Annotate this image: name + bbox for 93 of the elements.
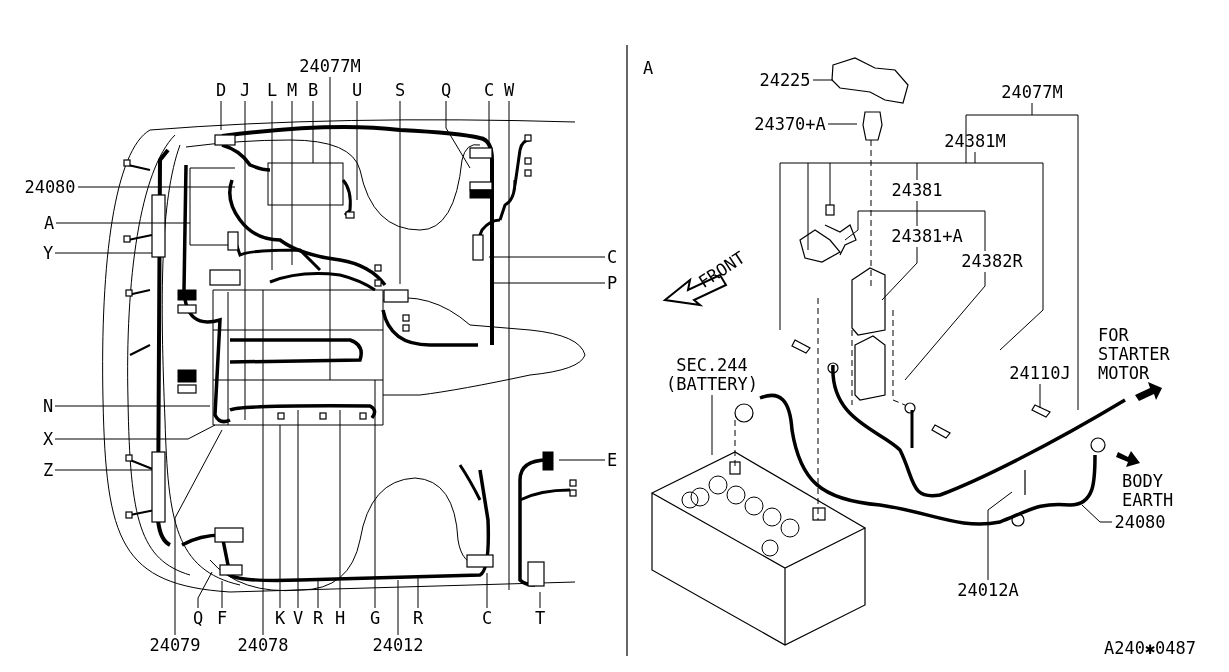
part-number: 24078 [237,635,289,655]
leader-line [397,579,399,636]
leader-line [291,100,293,266]
callout-letter: Y [42,243,54,263]
callout-letter: N [42,396,54,416]
callout-letter: R [312,608,324,628]
callout-letter: S [394,80,406,100]
leader-line [297,409,299,609]
leader-line [339,409,341,609]
callout-letter: E [606,450,618,470]
part-number: 24080 [24,177,76,197]
leader-line [312,100,314,164]
callout-letter: Z [42,460,54,480]
part-number: 24012A [957,580,1019,600]
leader-line [399,100,401,285]
part-number: 24077M [299,56,361,76]
leader-line [539,591,541,609]
callout-letter: C [606,247,618,267]
leader-line [262,289,264,636]
part-number: 24381M [944,131,1006,151]
part-number: 24370+A [754,114,826,134]
leader-line [174,429,223,636]
callout-letter: B [307,80,319,100]
leader-line [779,151,1044,351]
callout-letter: X [42,429,54,449]
panel-letter: A [642,58,654,78]
direction-label: FOR STARTER MOTOR [1098,326,1171,383]
leader-line [916,162,918,181]
leader-line [54,424,216,440]
callout-letter: T [534,608,546,628]
callout-letter: G [369,608,381,628]
leader-line [54,469,153,471]
leader-line [374,379,376,609]
leader-line [77,186,236,188]
callout-letter: L [266,80,278,100]
part-number: 24077M [1001,82,1063,102]
leader-line [329,76,331,381]
callout-letter: Q [440,80,452,100]
leader-line [488,256,606,258]
leader-line [356,100,358,201]
callout-letter: U [351,80,363,100]
leader-line [881,246,918,301]
leader-line [491,282,606,284]
leader-line [279,424,281,609]
part-number: 24381+A [891,226,963,246]
leader-line [1039,383,1041,409]
leader-line [317,579,319,609]
leader-line [987,491,1013,581]
part-number: 24080 [1114,512,1166,532]
callout-letter: C [483,80,495,100]
part-number: 24012 [372,635,424,655]
leader-line [508,100,510,591]
leader-line [844,210,986,381]
leader-line [54,252,153,254]
section-reference: SEC.244 (BATTERY) [657,356,767,394]
leader-line [445,100,471,169]
leader-line [916,200,918,227]
leader-line [812,79,834,81]
callout-letter: K [274,608,286,628]
drawing-code: A240✱0487 [1103,638,1197,658]
callout-letter: P [606,273,618,293]
leader-line [417,576,419,609]
callout-letter: J [239,80,251,100]
callout-letter: C [481,608,493,628]
part-number: 24381 [891,180,943,200]
leader-line [220,100,222,131]
callout-letter: Q [192,608,204,628]
leader-line [197,571,213,609]
leader-line [55,167,236,246]
callout-letter: H [334,608,346,628]
leader-line [54,405,211,407]
leader-line [827,123,858,125]
callout-letter: V [292,608,304,628]
leader-line [711,394,713,456]
part-number: 24225 [759,70,811,90]
leader-line [1081,504,1113,523]
leader-line [488,100,490,143]
leader-line [965,102,1079,411]
part-number: 24110J [1009,363,1071,383]
leader-line [221,580,223,609]
part-number: 24079 [149,635,201,655]
callout-letter: F [216,608,228,628]
leader-line [271,100,273,271]
leader-line [486,572,488,609]
part-number: 24382R [961,251,1023,271]
callout-letter: D [215,80,227,100]
callout-letter: A [43,213,55,233]
direction-label: BODY EARTH [1122,472,1175,510]
leader-line [558,459,606,461]
callout-letter: M [286,80,298,100]
callout-letter: R [412,608,424,628]
callout-letter: W [503,80,515,100]
leader-line [244,100,246,421]
